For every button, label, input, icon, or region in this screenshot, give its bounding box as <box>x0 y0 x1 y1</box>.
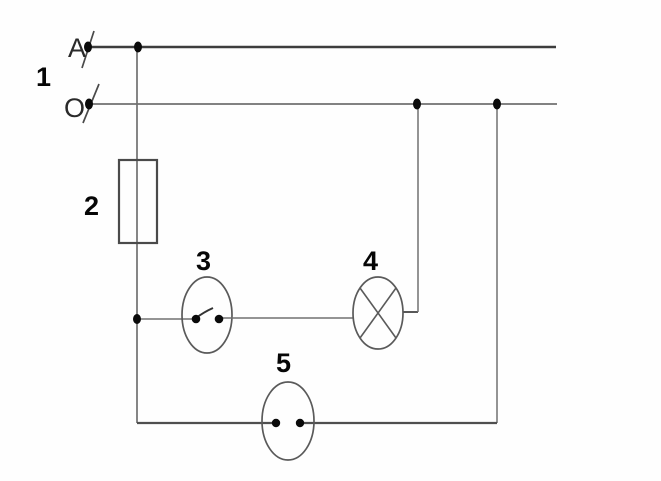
junction-dot-switch-branch <box>133 314 141 324</box>
fuse-symbol <box>117 158 159 245</box>
callout-5-label: 5 <box>276 348 291 378</box>
junction-dot-o-socket <box>493 98 501 110</box>
wire-o-label: O <box>64 93 85 123</box>
callout-2-label: 2 <box>84 191 99 221</box>
wire-a-label: A <box>68 33 86 63</box>
switch-symbol <box>181 276 233 354</box>
switch-contact-dot-right <box>214 314 224 324</box>
socket-contact-dot-left <box>271 418 281 428</box>
contact-dot-o <box>85 98 93 110</box>
switch-contact-dot-left <box>191 314 201 324</box>
callout-1-label: 1 <box>36 62 51 92</box>
callout-3-label: 3 <box>196 246 211 276</box>
socket-contact-dot-right <box>295 418 305 428</box>
contact-dot-a <box>84 41 92 53</box>
lamp-cross-stroke-2 <box>359 287 397 339</box>
junction-dot-o-lamp <box>413 98 421 110</box>
callout-4-label: 4 <box>363 246 378 276</box>
socket-symbol <box>261 381 315 461</box>
junction-dot-a-drop <box>134 41 142 53</box>
